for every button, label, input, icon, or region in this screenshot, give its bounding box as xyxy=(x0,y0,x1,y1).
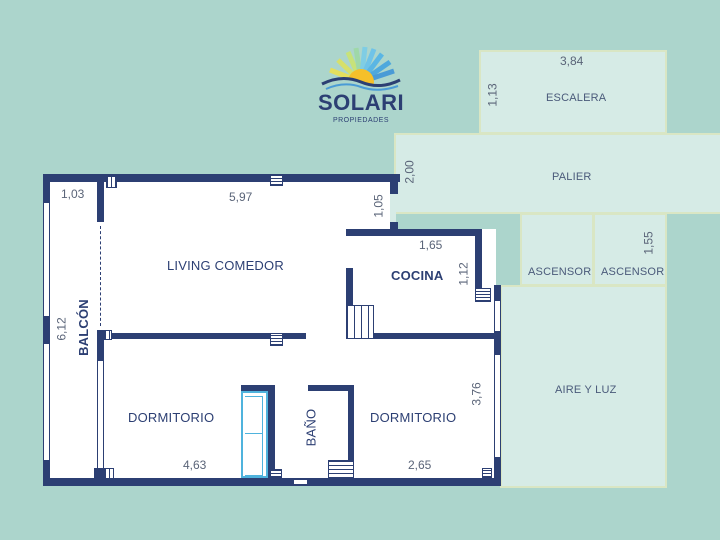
kitchen-counter xyxy=(346,305,374,339)
dormitorio-2-width-dim: 2,65 xyxy=(408,458,432,472)
wall-bano-right xyxy=(348,385,354,480)
balcony-partition-top xyxy=(97,174,104,222)
wall-entry-bottom xyxy=(390,222,398,236)
dormitorio-1-width-dim: 4,63 xyxy=(183,458,207,472)
kitchen-floor xyxy=(346,229,496,486)
kitchen-side-window xyxy=(494,300,501,332)
cocina-label: COCINA xyxy=(391,268,444,283)
vent-bottom-left xyxy=(104,468,114,479)
balcon-width-dim: 1,03 xyxy=(61,187,85,201)
wall-kitchen-left xyxy=(346,268,353,306)
wall-top xyxy=(43,174,400,182)
cocina-depth-dim: 1,12 xyxy=(456,262,471,286)
bottom-window xyxy=(294,480,307,484)
escalera-area xyxy=(479,50,667,134)
balcon-length-dim: 6,12 xyxy=(54,317,69,341)
dormitorio-2-label: DORMITORIO xyxy=(370,410,457,425)
bano-label: BAÑO xyxy=(303,408,319,447)
balcony-sliding-line xyxy=(100,226,101,326)
aire-y-luz-area xyxy=(500,285,667,488)
living-width-dim: 5,97 xyxy=(229,190,253,204)
wall-bottom xyxy=(43,478,501,486)
vent-mid-center xyxy=(270,333,283,346)
bedroom-side-window xyxy=(494,354,501,458)
aire-y-luz-label: AIRE Y LUZ xyxy=(555,384,617,396)
vent-bano xyxy=(270,469,282,478)
brand-name: SOLARI xyxy=(318,90,405,115)
shower-tray xyxy=(328,460,354,479)
living-comedor-label: LIVING COMEDOR xyxy=(167,258,284,273)
ascensor-1-label: ASCENSOR xyxy=(528,266,592,278)
entry-floor xyxy=(390,193,396,231)
palier-area xyxy=(394,133,720,214)
ascensor-2-label: ASCENSOR xyxy=(601,266,665,278)
wall-bano-top-right xyxy=(308,385,354,391)
palier-label: PALIER xyxy=(552,171,592,183)
balcony-bedroom-window xyxy=(97,360,104,470)
wall-left xyxy=(43,174,50,486)
escalera-label: ESCALERA xyxy=(546,92,607,104)
balcony-partition-foot xyxy=(94,468,104,480)
living-entry-dim: 1,05 xyxy=(371,194,386,218)
brand-tagline: PROPIEDADES xyxy=(332,117,390,124)
wall-entry-top xyxy=(390,174,398,194)
escalera-height-dim: 1,13 xyxy=(485,83,500,107)
balcony-partition-bottom xyxy=(97,330,104,360)
vent-kitchen xyxy=(475,288,491,302)
wall-kitchen-right xyxy=(475,229,482,289)
vent-top-center xyxy=(270,174,283,186)
escalera-width-dim: 3,84 xyxy=(560,54,584,68)
cocina-width-dim: 1,65 xyxy=(419,238,443,252)
vent-top-left xyxy=(106,176,117,188)
ascensor-2-area xyxy=(593,213,667,286)
ascensor-height-dim: 1,55 xyxy=(641,231,656,255)
balcon-label: BALCÓN xyxy=(75,299,91,356)
balcony-window-lower xyxy=(43,343,50,461)
dormitorio-1-label: DORMITORIO xyxy=(128,410,215,425)
brand-logo: SOLARI PROPIEDADES xyxy=(318,44,404,130)
wall-kitchen-bottom xyxy=(374,333,501,339)
wall-bano-left xyxy=(268,385,275,480)
vent-bedroom-corner xyxy=(482,468,492,478)
wardrobe xyxy=(241,391,268,478)
wall-kitchen-top xyxy=(346,229,482,236)
wall-bano-top-left xyxy=(241,385,275,391)
sun-logo-icon xyxy=(321,46,401,92)
balcony-window-upper xyxy=(43,202,50,317)
palier-height-dim: 2,00 xyxy=(402,160,417,184)
vent-mid-left xyxy=(104,330,112,340)
wall-living-bedroom xyxy=(104,333,306,339)
dormitorio-2-depth-dim: 3,76 xyxy=(469,382,484,406)
